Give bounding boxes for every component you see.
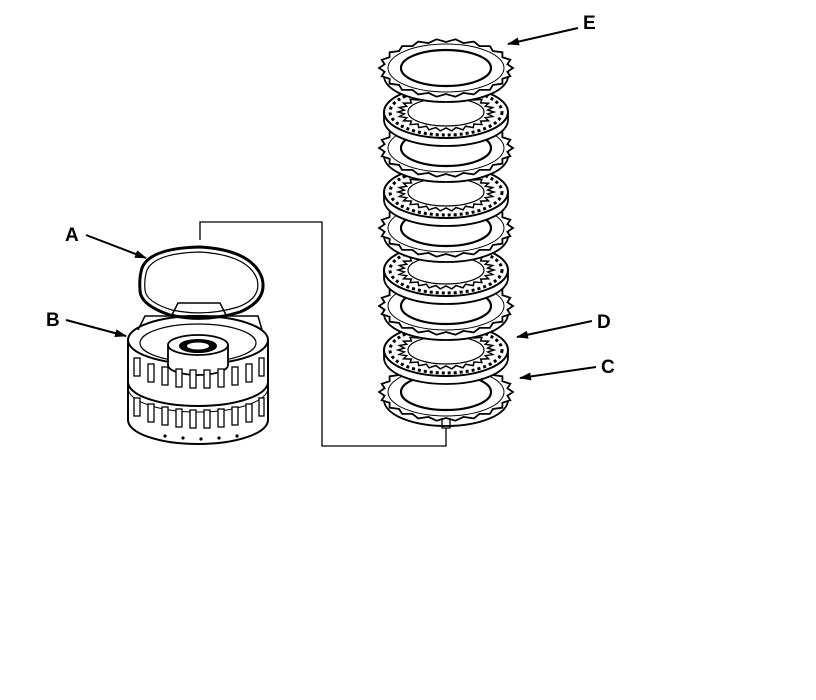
callout-d: D <box>516 312 611 339</box>
label-b: B <box>46 310 60 331</box>
steel-plate <box>377 38 515 103</box>
arrow-b <box>65 319 127 338</box>
arrow-e <box>507 27 579 46</box>
label-a: A <box>65 225 79 246</box>
snap-ring <box>138 245 265 320</box>
assembly-bracket <box>199 221 447 447</box>
label-e: E <box>583 13 596 34</box>
label-c: C <box>601 357 615 378</box>
arrow-a <box>85 234 147 259</box>
arrow-d <box>516 320 593 339</box>
plate-tab <box>441 418 451 429</box>
label-d: D <box>597 312 611 333</box>
clutch-drum <box>127 302 269 445</box>
arrow-c <box>519 366 597 381</box>
callout-a: A <box>65 225 147 259</box>
callout-c: C <box>519 357 615 381</box>
callout-e: E <box>507 13 596 46</box>
clutch-plate-stack <box>377 38 515 429</box>
callout-b: B <box>46 310 127 338</box>
